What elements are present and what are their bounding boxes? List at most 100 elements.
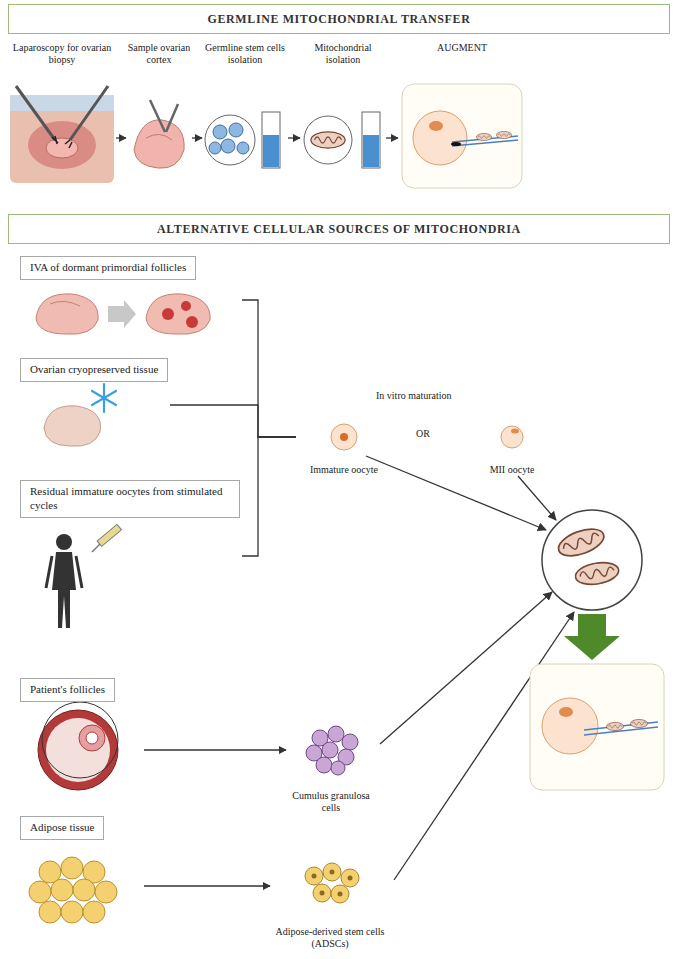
mitochondria-injection-illustration: [530, 664, 664, 790]
cell-node: Cumulus granulosa cells: [286, 726, 376, 814]
process-step: AUGMENT: [398, 42, 526, 190]
mitochondria-isolation-illustration: [311, 132, 345, 148]
adsc-cluster: [330, 870, 335, 875]
flow-arrow: [144, 885, 270, 886]
source-box: Adipose tissue: [20, 816, 144, 934]
flow-arrow: [192, 137, 202, 138]
stem-cell-isolation-illustration: [221, 139, 235, 153]
adsc-cluster: [348, 876, 353, 881]
process-label: In vitro maturation: [374, 390, 454, 401]
augment-injection-illustration: [451, 142, 461, 146]
immature-oocyte-cell: [340, 433, 348, 441]
cell-node: Adipose-derived stem cells (ADSCs): [270, 860, 390, 950]
source-box: Residual immature oocytes from stimulate…: [20, 480, 242, 634]
node-text: ALTERNATIVE CELLULAR SOURCES OF MITOCHON…: [149, 218, 529, 241]
laparoscopy-illustration: [46, 138, 78, 158]
node-text: Adipose-derived stem cells (ADSCs): [270, 926, 390, 950]
adipose-tissue-illustration: [83, 901, 105, 923]
cumulus-cells-cluster: [316, 757, 332, 773]
oocyte-node: MII oocyte: [472, 420, 552, 476]
ovary-activation-illustration: [36, 294, 98, 334]
cryopreserved-tissue-illustration: [44, 384, 116, 446]
mii-oocyte-cell: [501, 426, 523, 448]
node-text: AUGMENT: [437, 42, 487, 54]
stem-cell-isolation-illustration: [263, 135, 279, 167]
adsc-cluster: [341, 869, 359, 887]
adipose-tissue-illustration: [61, 857, 83, 879]
ovary-activation-illustration: [50, 301, 80, 306]
cryopreserved-tissue-illustration: [92, 391, 116, 405]
source-box: Patient's follicles: [20, 678, 144, 796]
node-text: IVA of dormant primordial follicles: [20, 256, 196, 280]
node-text: Germline stem cells isolation: [202, 42, 288, 66]
mitochondria-pool: [555, 524, 607, 561]
node-text: GERMLINE MITOCHONDRIAL TRANSFER: [200, 8, 479, 31]
stem-cell-isolation-illustration: [213, 125, 227, 139]
node-text: Cumulus granulosa cells: [286, 790, 376, 814]
adsc-cluster: [305, 863, 359, 903]
adipose-tissue-illustration: [73, 879, 95, 901]
section-header: ALTERNATIVE CELLULAR SOURCES OF MITOCHON…: [8, 214, 670, 244]
augment-injection-illustration: [402, 84, 522, 188]
adipose-tissue-illustration: [29, 881, 51, 903]
augment-injection-illustration: [413, 111, 467, 165]
adsc-cluster: [305, 867, 323, 885]
source-box: Ovarian cryopreserved tissue: [20, 358, 170, 456]
adipose-tissue-illustration: [95, 881, 117, 903]
process-step: Germline stem cells isolation: [202, 42, 288, 190]
stem-cell-isolation-illustration: [262, 112, 280, 168]
mitochondria-pool: [542, 510, 642, 610]
patient-silhouette: [56, 534, 72, 550]
node-text: Adipose tissue: [20, 816, 104, 840]
ovarian-cortex-illustration: [166, 104, 178, 132]
ovary-activation-illustration: [181, 301, 191, 311]
follicle-illustration: [38, 702, 118, 790]
laparoscopy-illustration: [10, 86, 114, 183]
node-text: Patient's follicles: [20, 678, 115, 702]
patient-silhouette: [92, 544, 100, 552]
node-text: Ovarian cryopreserved tissue: [20, 358, 168, 382]
flow-arrow: [380, 592, 552, 744]
ovarian-cortex-illustration: [150, 100, 165, 132]
mitochondria-isolation-illustration: [304, 116, 352, 164]
ovary-activation-illustration: [162, 308, 174, 320]
mitochondria-isolation-illustration: [362, 112, 380, 168]
immature-oocyte-cell: [331, 424, 357, 450]
adsc-cluster: [312, 874, 317, 879]
node-text: Immature oocyte: [310, 464, 378, 476]
mitochondria-pool: [542, 510, 642, 610]
ovary-activation-illustration: [108, 300, 136, 328]
cryopreserved-tissue-illustration: [44, 406, 101, 446]
node-text: MII oocyte: [490, 464, 535, 476]
augment-injection-illustration: [402, 84, 522, 188]
node-text: Laparoscopy for ovarian biopsy: [8, 42, 116, 66]
adipose-tissue-illustration: [39, 901, 61, 923]
follicle-illustration: [86, 732, 98, 744]
flow-arrow: [288, 137, 300, 138]
mitochondria-isolation-illustration: [304, 112, 380, 168]
node-text: Residual immature oocytes from stimulate…: [20, 480, 240, 518]
flow-arrow: [366, 456, 546, 530]
mii-oocyte-cell: [501, 426, 523, 448]
adsc-cluster: [338, 892, 343, 897]
mitochondria-injection-illustration: [542, 698, 598, 754]
adipose-tissue-illustration: [29, 857, 117, 923]
augment-injection-illustration: [429, 121, 443, 131]
adsc-cluster: [331, 885, 349, 903]
adsc-cluster: [323, 863, 341, 881]
patient-silhouette: [52, 552, 76, 628]
section-header: GERMLINE MITOCHONDRIAL TRANSFER: [8, 4, 670, 34]
stem-cell-isolation-illustration: [205, 115, 255, 165]
cumulus-cells-cluster: [331, 761, 345, 775]
immature-oocyte-cell: [331, 424, 357, 450]
ovarian-cortex-illustration: [134, 120, 184, 168]
mitochondria-injection-illustration: [530, 664, 664, 790]
ovarian-cortex-illustration: [146, 134, 172, 140]
process-step: Laparoscopy for ovarian biopsy: [8, 42, 116, 190]
flow-arrow: [144, 749, 286, 750]
stem-cell-isolation-illustration: [229, 123, 243, 137]
adipose-tissue-illustration: [61, 901, 83, 923]
patient-silhouette: [46, 524, 122, 628]
laparoscopy-illustration: [28, 121, 96, 169]
ovarian-cortex-illustration: [134, 100, 184, 168]
